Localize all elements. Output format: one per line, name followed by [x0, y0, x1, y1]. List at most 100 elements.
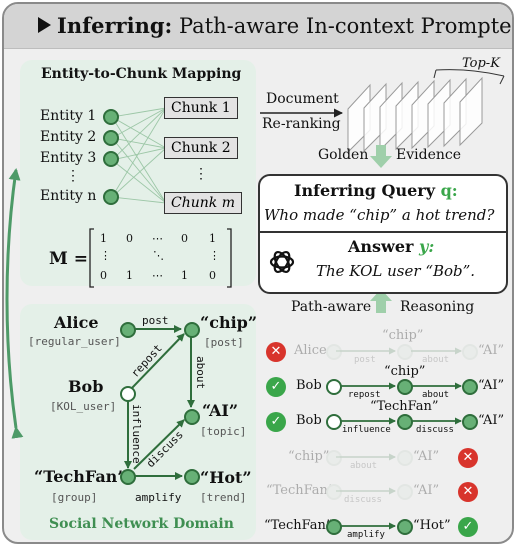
matrix-cell: ⋯: [152, 269, 163, 282]
chunk-1: Chunk 1: [164, 97, 238, 119]
path-end: “Hot”: [413, 518, 451, 533]
path-rel: discuss: [416, 425, 454, 435]
path-node: [326, 344, 342, 360]
chunk-vdots: ⋮: [194, 166, 208, 182]
path-rel: discuss: [344, 495, 382, 505]
path-rel: about: [422, 355, 449, 365]
path-end: “AI”: [413, 483, 440, 498]
node-techfan-name: “TechFan”: [34, 467, 127, 486]
openai-icon: [267, 247, 297, 277]
path-end: “AI”: [478, 343, 505, 358]
answer-heading: Answer y:: [348, 237, 434, 256]
path-node: [462, 414, 478, 430]
node-alice-name: Alice: [54, 313, 99, 332]
edge-label-amplify: amplify: [135, 491, 182, 504]
matrix-cell: ⋮: [209, 249, 220, 262]
evidence-left: Golden: [318, 147, 369, 163]
check-icon: ✓: [458, 517, 478, 537]
chunk-m: Chunk m: [164, 192, 242, 214]
graph-edges: post repost about influence discuss ampl…: [124, 314, 207, 504]
entity-label-n: Entity n: [40, 188, 97, 204]
node-bob-type: [KOL_user]: [50, 400, 117, 413]
path-rel: repost: [348, 390, 381, 400]
node-techfan-type: [group]: [51, 491, 98, 504]
reasoning-left: Path-aware: [291, 299, 372, 315]
wrong-icon: ✕: [458, 482, 478, 502]
path-rel: influence: [342, 425, 391, 435]
edge-label-about: about: [194, 356, 207, 389]
path-start: Alice: [294, 343, 327, 358]
path-node: [397, 344, 413, 360]
matrix-cell: 1: [100, 232, 107, 245]
query-heading-text: Inferring Query: [294, 181, 435, 200]
entity-label-3: Entity 3: [40, 150, 97, 166]
node-techfan: [120, 469, 136, 485]
node-hot-type: [trend]: [200, 491, 247, 504]
node-alice: [120, 322, 136, 338]
edge-label-post: post: [142, 314, 169, 327]
answer-text: The KOL user “Bob”.: [316, 262, 476, 280]
mapping-lines: [89, 107, 232, 288]
matrix-cell: 1: [181, 269, 188, 282]
path-node: [326, 519, 342, 535]
path-end: “AI”: [478, 378, 505, 393]
title-rest: Path-aware In-context Prompter: [178, 14, 514, 38]
wrong-icon: ✕: [266, 342, 286, 362]
path-start: “TechFan”: [266, 483, 335, 498]
edge-repost: [130, 333, 185, 390]
path-mid: “TechFan”: [370, 399, 439, 414]
entity-vdots: ⋮: [66, 168, 80, 184]
mapping-heading: Entity-to-Chunk Mapping: [41, 66, 242, 82]
matrix-cell: ⋮: [100, 249, 111, 262]
path-node: [397, 519, 413, 535]
rerank-label-1: Document: [266, 91, 339, 107]
matrix-label: M =: [49, 249, 88, 269]
answer-heading-text: Answer: [348, 237, 414, 256]
reasoning-right: Reasoning: [400, 299, 475, 315]
node-chip: [184, 322, 200, 338]
node-chip-name: “chip”: [200, 313, 258, 332]
graph-panel: [20, 304, 256, 540]
entity-node-2: [103, 130, 119, 146]
document-stack: [347, 69, 505, 154]
matrix-cell: ⋱: [153, 249, 164, 262]
entity-node-3: [103, 151, 119, 167]
path-start: Bob: [296, 413, 322, 428]
matrix-cell: ⋯: [152, 232, 163, 245]
entity-node-1: [103, 109, 119, 125]
path-mid: “chip”: [384, 364, 426, 379]
matrix-cell: 0: [209, 269, 216, 282]
topk-label: Top-K: [462, 56, 500, 71]
path-mid: “chip”: [382, 328, 424, 343]
path-node: [462, 379, 478, 395]
link-arrow: [5, 168, 24, 439]
wrong-icon: ✕: [458, 448, 478, 468]
node-chip-type: [post]: [204, 336, 244, 349]
check-icon: ✓: [266, 377, 286, 397]
node-alice-type: [regular_user]: [28, 335, 121, 348]
graph-footer: Social Network Domain: [49, 516, 234, 532]
query-divider: [260, 231, 506, 233]
path-rel: about: [422, 390, 449, 400]
path-node: [397, 484, 413, 500]
edge-discuss: [133, 419, 185, 470]
rerank-label-2: Re-ranking: [262, 116, 341, 132]
query-answer-box: [258, 174, 508, 294]
path-start: Bob: [296, 378, 322, 393]
matrix-cell: 0: [181, 232, 188, 245]
figure-title: Inferring: Path-aware In-context Prompte…: [38, 13, 514, 38]
path-lines: repost about influence discuss amplify p…: [336, 347, 462, 540]
path-start: “chip”: [288, 449, 330, 464]
path-node: [326, 450, 342, 466]
path-node: [326, 379, 342, 395]
path-rel: post: [354, 355, 376, 365]
evidence-arrow: [370, 145, 392, 313]
matrix-cell: 0: [100, 269, 107, 282]
path-end: “AI”: [478, 413, 505, 428]
matrix-cell: 1: [126, 269, 133, 282]
title-bar: Inferring: Path-aware In-context Prompte…: [4, 4, 512, 49]
path-rel: amplify: [347, 530, 386, 540]
node-ai: [184, 409, 200, 425]
check-icon: ✓: [266, 412, 286, 432]
path-start: “TechFan”: [264, 518, 333, 533]
